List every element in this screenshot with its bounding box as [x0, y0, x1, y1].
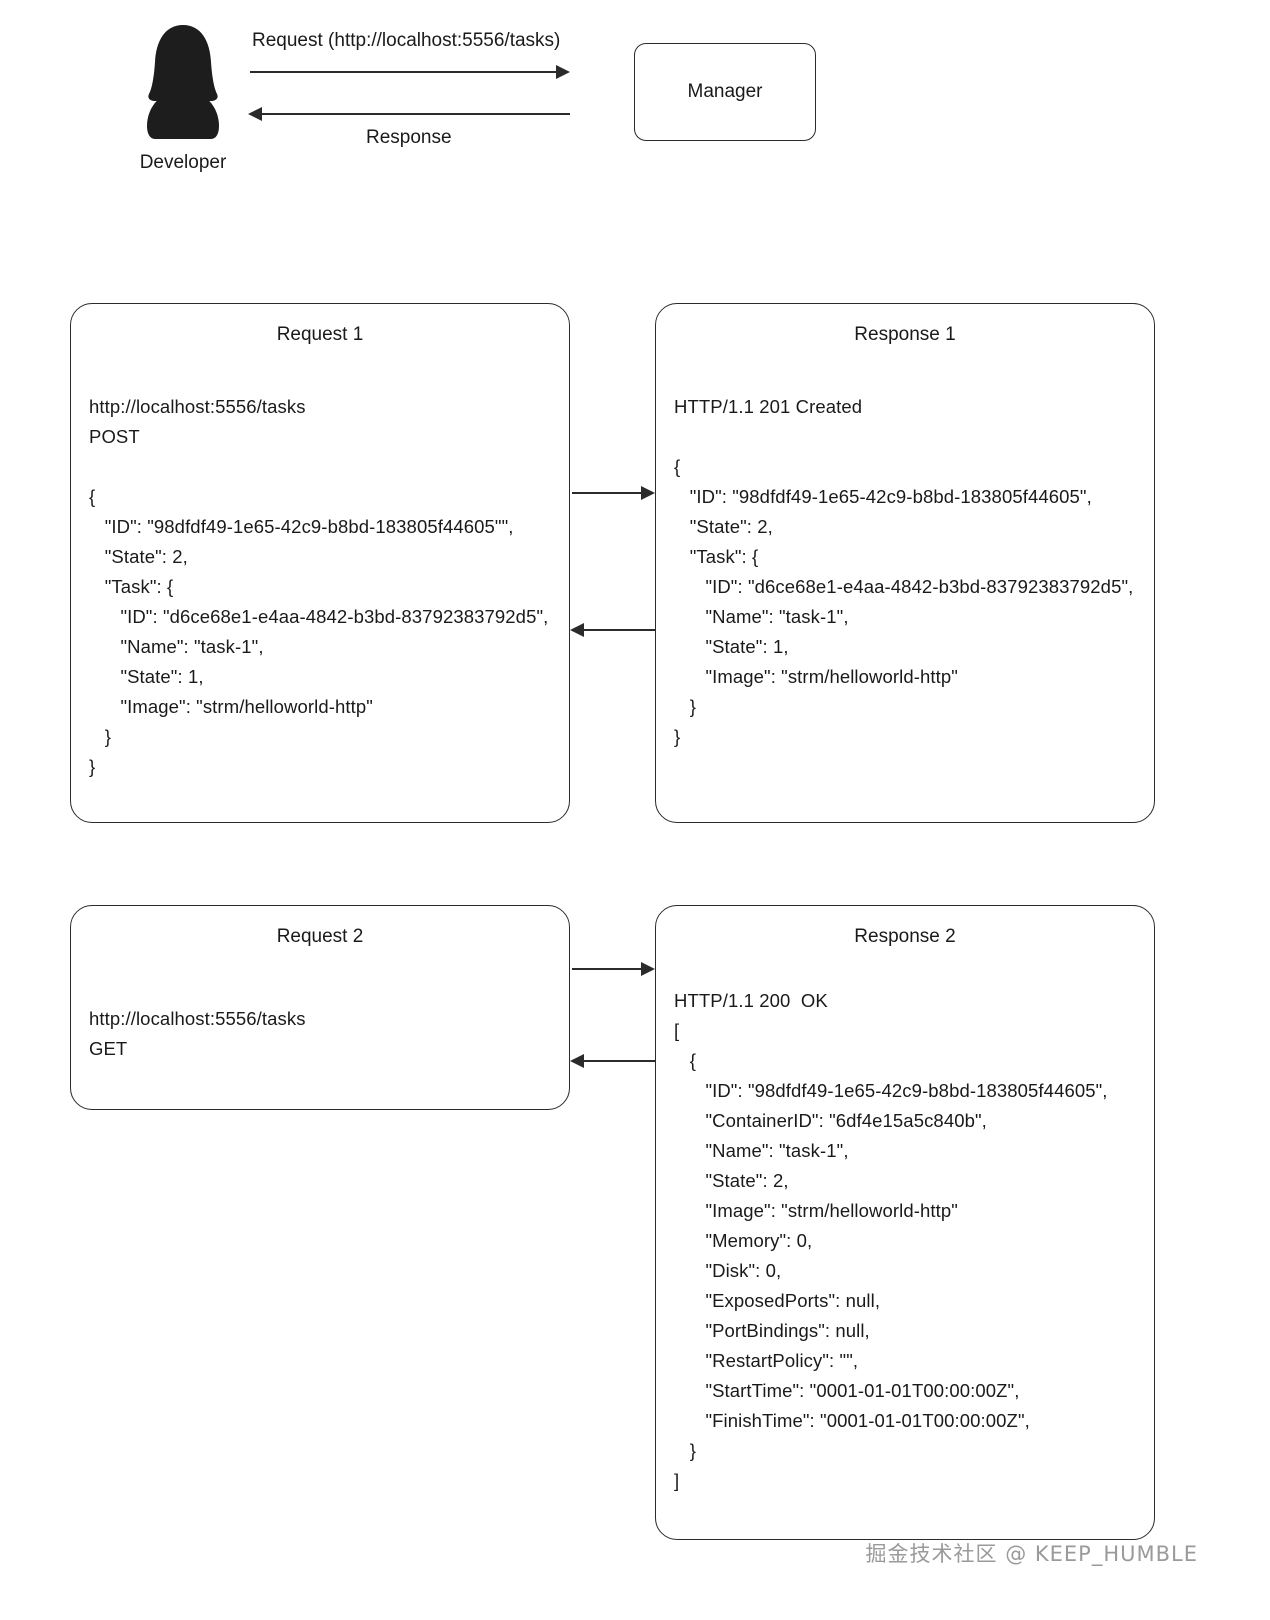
code-line: "FinishTime": "0001-01-01T00:00:00Z", [674, 1410, 1030, 1431]
code-line: { [674, 1050, 696, 1071]
code-line: } [89, 756, 96, 777]
response-2-body: HTTP/1.1 200 OK [ { "ID": "98dfdf49-1e65-… [656, 986, 1154, 1496]
response-1-card: Response 1 HTTP/1.1 201 Created { "ID": "… [655, 303, 1155, 823]
arrow-left-icon [570, 623, 584, 637]
request-arrow-line [250, 71, 558, 73]
response-flow-label: Response [366, 127, 452, 148]
code-line: "Name": "task-1", [674, 1140, 849, 1161]
code-line: "Task": { [89, 576, 174, 597]
code-line: "Name": "task-1", [89, 636, 264, 657]
code-line [89, 452, 551, 482]
code-line: "ID": "98dfdf49-1e65-42c9-b8bd-183805f44… [674, 1080, 1108, 1101]
code-line: "ID": "98dfdf49-1e65-42c9-b8bd-183805f44… [89, 516, 514, 537]
response-2-title: Response 2 [854, 926, 956, 947]
request-1-title: Request 1 [276, 324, 364, 345]
code-line: "ContainerID": "6df4e15a5c840b", [674, 1110, 987, 1131]
code-line: "ID": "d6ce68e1-e4aa-4842-b3bd-837923837… [89, 606, 549, 627]
code-line: "ID": "98dfdf49-1e65-42c9-b8bd-183805f44… [674, 486, 1092, 507]
code-line: GET [89, 1038, 128, 1059]
code-line: "ExposedPorts": null, [674, 1290, 881, 1311]
code-line: HTTP/1.1 201 Created [674, 396, 863, 417]
arrow-right-icon [641, 962, 655, 976]
code-line: http://localhost:5556/tasks [89, 396, 306, 417]
code-line: "State": 2, [674, 1170, 789, 1191]
code-line: "State": 2, [89, 546, 188, 567]
code-line: "Image": "strm/helloworld-http" [674, 666, 958, 687]
response-2-card: Response 2 HTTP/1.1 200 OK [ { "ID": "98d… [655, 905, 1155, 1540]
manager-node: Manager [634, 43, 816, 141]
request-2-arrow-line [572, 968, 644, 970]
code-line: "StartTime": "0001-01-01T00:00:00Z", [674, 1380, 1020, 1401]
code-line: "Image": "strm/helloworld-http" [674, 1200, 958, 1221]
code-line: "RestartPolicy": "", [674, 1350, 859, 1371]
response-arrow-line [262, 113, 570, 115]
response-1-arrow-line [584, 629, 656, 631]
code-line: } [89, 726, 111, 747]
code-line: "Memory": 0, [674, 1230, 813, 1251]
code-line: ] [674, 1470, 680, 1491]
code-line: "State": 2, [674, 516, 773, 537]
code-line: [ [674, 1020, 680, 1041]
arrow-right-icon [641, 486, 655, 500]
code-line: http://localhost:5556/tasks [89, 1008, 306, 1029]
code-line: POST [89, 426, 140, 447]
code-line: "State": 1, [674, 636, 789, 657]
response-2-arrow-line [584, 1060, 656, 1062]
arrow-right-icon [556, 65, 570, 79]
arrow-left-icon [248, 107, 262, 121]
code-line: "State": 1, [89, 666, 204, 687]
request-2-title: Request 2 [276, 926, 364, 947]
code-line: "PortBindings": null, [674, 1320, 870, 1341]
developer-label: Developer [139, 152, 227, 173]
code-line: "Task": { [674, 546, 759, 567]
person-silhouette-icon [138, 22, 228, 142]
code-line: { [674, 456, 681, 477]
code-line: } [674, 1440, 696, 1461]
watermark: 掘金技术社区 @ KEEP_HUMBLE [865, 1542, 1198, 1566]
code-line: "Disk": 0, [674, 1260, 782, 1281]
code-line: "ID": "d6ce68e1-e4aa-4842-b3bd-837923837… [674, 576, 1134, 597]
code-line: "Name": "task-1", [674, 606, 849, 627]
response-1-title: Response 1 [854, 324, 956, 345]
code-line: "Image": "strm/helloworld-http" [89, 696, 373, 717]
code-line [674, 422, 1136, 452]
arrow-left-icon [570, 1054, 584, 1068]
request-1-arrow-line [572, 492, 644, 494]
code-line: { [89, 486, 96, 507]
response-1-body: HTTP/1.1 201 Created { "ID": "98dfdf49-1e… [656, 392, 1154, 752]
code-line: HTTP/1.1 200 OK [674, 990, 828, 1011]
manager-label: Manager [687, 81, 763, 102]
code-line: } [674, 726, 681, 747]
request-flow-label: Request (http://localhost:5556/tasks) [252, 30, 561, 51]
code-line: } [674, 696, 696, 717]
